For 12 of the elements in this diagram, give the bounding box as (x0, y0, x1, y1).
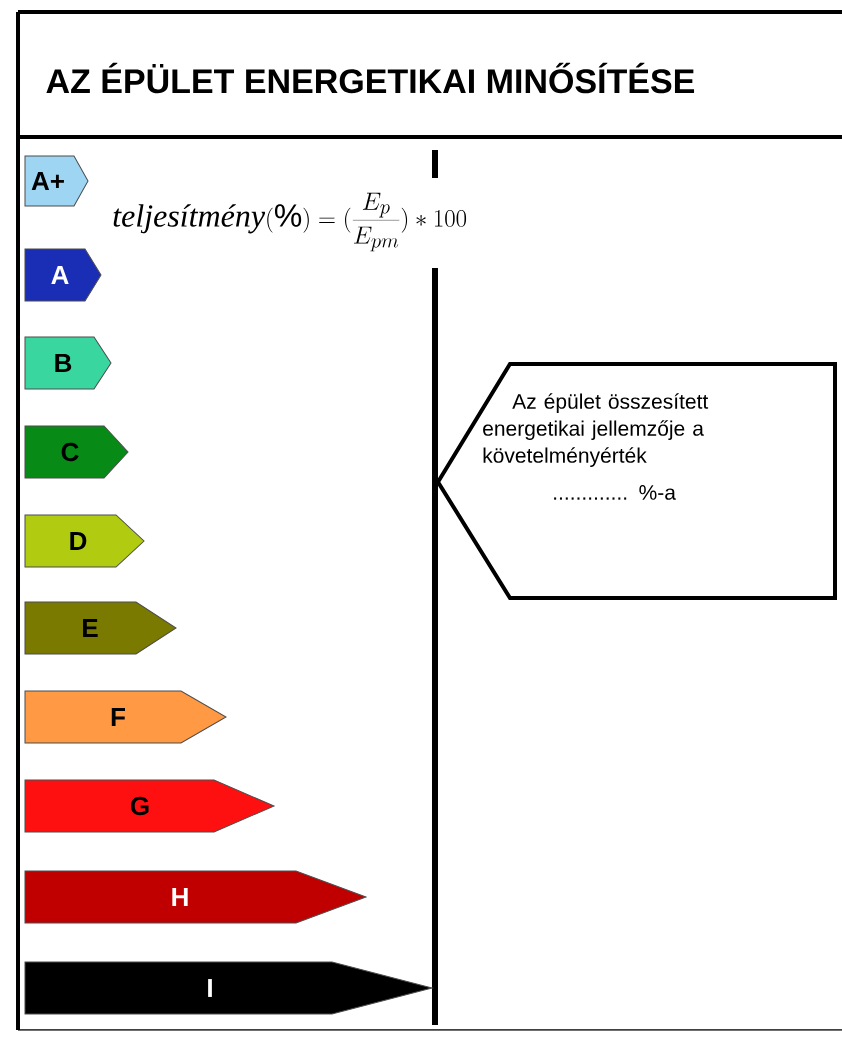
energy-class-label: H (24, 870, 367, 924)
formula: $\textit{teljesítmény}(\%)=(\frac{E_{p}}{E_{pm}})*100$ (113, 192, 467, 252)
energy-class-label: G (24, 779, 275, 833)
energy-class-label: A (24, 248, 102, 302)
energy-class-label: I (24, 961, 433, 1015)
energy-class-label: A+ (24, 155, 89, 207)
energy-class-label: E (24, 601, 177, 655)
title: AZ ÉPÜLET ENERGETIKAI MINŐSÍTÉSE (46, 62, 695, 94)
energy-class-label: C (24, 425, 129, 479)
energy-class-label: D (24, 514, 145, 568)
energy-class-label: B (24, 336, 112, 390)
energy-class-label: F (24, 690, 227, 744)
